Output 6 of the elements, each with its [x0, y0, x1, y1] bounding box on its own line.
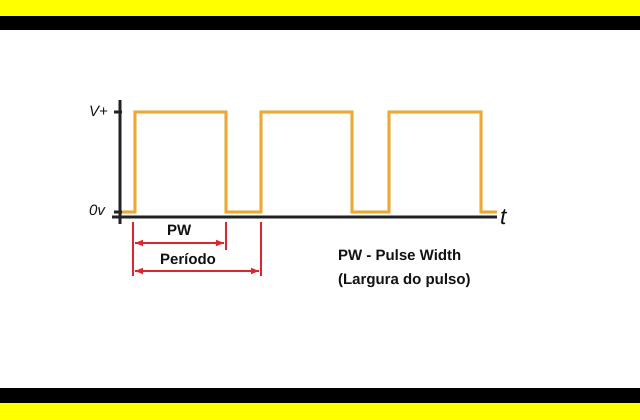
axis-label: V+ [89, 103, 108, 120]
dimension-label: Período [160, 251, 216, 268]
dimension-label: PW [167, 222, 192, 240]
axis-label: t [500, 203, 506, 230]
axis-label: 0v [89, 202, 105, 220]
note-text: PW - Pulse Width (Largura do pulso) [338, 246, 472, 290]
